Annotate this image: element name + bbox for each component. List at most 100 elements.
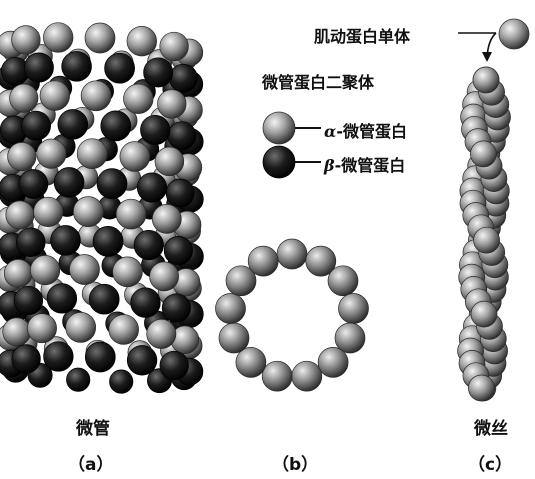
actin-subunit: [473, 226, 500, 254]
alpha-tubulin-subunit: [30, 255, 61, 286]
alpha-tubulin-subunit: [65, 312, 97, 343]
protofilament-subunit: [276, 238, 308, 270]
alpha-tubulin-subunit: [154, 146, 185, 177]
beta-tubulin-subunit: [50, 225, 81, 256]
panel-a-label: （a）: [68, 455, 114, 475]
legend-title: 微管蛋白二聚体: [262, 73, 375, 92]
beta-tubulin-subunit: [66, 367, 91, 392]
beta-tubulin-subunit: [11, 344, 41, 374]
alpha-tubulin-subunit: [3, 259, 33, 288]
beta-tubulin-subunit: [104, 52, 135, 84]
alpha-tubulin-subunit: [112, 256, 143, 288]
beta-tubulin-subunit: [163, 236, 193, 266]
alpha-tubulin-subunit: [159, 31, 189, 62]
beta-tubulin-subunit: [159, 350, 189, 381]
beta-tubulin-label: β-微管蛋白: [324, 152, 405, 176]
beta-tubulin-subunit: [167, 121, 197, 151]
protofilament-subunit: [215, 293, 246, 324]
alpha-tubulin-subunit: [123, 83, 154, 114]
alpha-tubulin-subunit: [5, 200, 35, 230]
beta-tubulin-subunit: [100, 110, 132, 142]
microfilament-helix: [457, 66, 511, 402]
beta-tubulin-subunit: [133, 230, 164, 261]
protofilament-subunit: [317, 347, 349, 378]
protofilament-subunit: [334, 322, 366, 354]
protofilament-subunit: [247, 245, 279, 277]
microfilament-caption: 微丝: [474, 419, 508, 439]
beta-tubulin-subunit: [136, 172, 168, 203]
beta-tubulin-subunit: [57, 109, 89, 140]
alpha-tubulin-subunit: [9, 83, 39, 113]
beta-tubulin-subunit: [130, 287, 161, 318]
beta-tubulin-subunit: [23, 52, 54, 83]
panel-c-label: （c）: [468, 455, 513, 475]
alpha-symbol: α: [324, 122, 337, 141]
monomer-arrow-head: [482, 52, 492, 62]
beta-tubulin-subunit: [143, 57, 174, 88]
alpha-tubulin-subunit: [36, 138, 67, 169]
beta-tubulin-subunit: [126, 345, 158, 376]
beta-tubulin-subunit: [53, 167, 85, 198]
actin-subunit: [470, 300, 498, 328]
alpha-tubulin-label: α-微管蛋白: [324, 118, 407, 142]
alpha-tubulin-subunit: [11, 25, 41, 55]
actin-subunit: [472, 66, 500, 94]
microtubule-cylinder: [0, 22, 204, 394]
beta-tubulin-subunit: [96, 168, 128, 199]
beta-tubulin-subunit: [169, 63, 198, 93]
alpha-tubulin-subunit: [84, 22, 116, 54]
actin-monomer-label: 肌动蛋白单体: [314, 27, 411, 46]
beta-tubulin-subunit: [13, 285, 44, 316]
beta-tubulin-subunit: [161, 293, 191, 323]
alpha-tubulin-subunit: [157, 89, 187, 119]
protofilament-subunit: [327, 265, 359, 297]
beta-tubulin-subunit: [140, 114, 171, 146]
alpha-tubulin-subunit: [126, 26, 157, 57]
beta-tubulin-subunit: [46, 283, 78, 314]
beta-text: -微管蛋白: [334, 156, 406, 175]
microtubule-caption: 微管: [76, 419, 110, 439]
beta-tubulin-legend-sphere: [262, 145, 296, 179]
beta-symbol: β: [324, 156, 335, 175]
alpha-tubulin-legend-sphere: [262, 111, 296, 145]
alpha-tubulin-subunit: [146, 318, 177, 349]
beta-tubulin-subunit: [109, 369, 134, 394]
alpha-tubulin-subunit: [43, 22, 74, 53]
beta-tubulin-subunit: [43, 341, 74, 372]
alpha-tubulin-subunit: [2, 317, 32, 347]
alpha-tubulin-subunit: [7, 142, 37, 172]
beta-tubulin-subunit: [21, 110, 51, 141]
actin-monomer-sphere: [498, 18, 530, 50]
alpha-tubulin-subunit: [69, 254, 100, 285]
alpha-tubulin-subunit: [76, 138, 108, 170]
alpha-tubulin-subunit: [108, 314, 139, 345]
beta-tubulin-subunit: [18, 169, 49, 199]
protofilament-subunit: [218, 322, 250, 354]
protofilament-subunit: [225, 265, 257, 297]
alpha-tubulin-subunit: [119, 141, 151, 172]
beta-tubulin-subunit: [84, 341, 116, 373]
cross-section-ring: [215, 238, 369, 392]
alpha-tubulin-subunit: [115, 198, 147, 230]
actin-subunit: [470, 140, 497, 168]
panel-b-label: （b）: [272, 455, 319, 475]
beta-tubulin-subunit: [61, 51, 92, 82]
alpha-tubulin-subunit: [39, 80, 70, 111]
beta-tubulin-subunit: [88, 283, 120, 315]
alpha-tubulin-subunit: [72, 196, 104, 227]
alpha-tubulin-subunit: [80, 80, 112, 112]
protofilament-subunit: [261, 360, 293, 392]
alpha-tubulin-subunit: [27, 313, 57, 344]
alpha-tubulin-subunit: [33, 196, 64, 227]
beta-tubulin-subunit: [16, 227, 46, 257]
alpha-text: -微管蛋白: [336, 122, 407, 141]
protofilament-subunit: [305, 245, 337, 277]
actin-subunit: [468, 374, 495, 402]
protofilament-subunit: [338, 293, 369, 324]
alpha-tubulin-subunit: [149, 261, 179, 292]
beta-tubulin-subunit: [92, 226, 124, 257]
protofilament-subunit: [235, 347, 267, 378]
alpha-tubulin-subunit: [151, 204, 182, 234]
